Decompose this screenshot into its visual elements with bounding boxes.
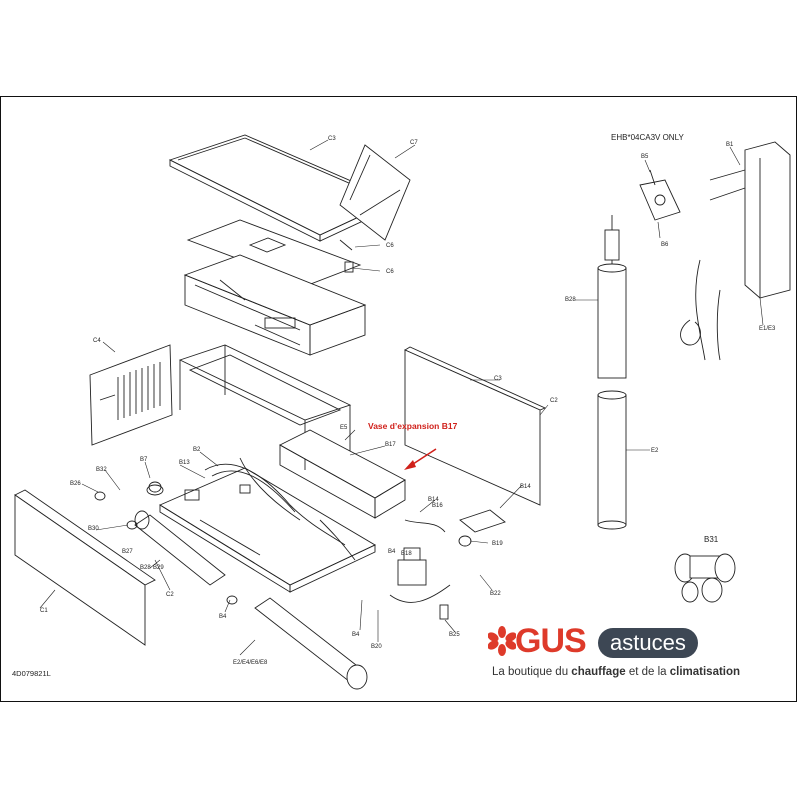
tank-b28: [597, 215, 627, 530]
base-plate: [159, 467, 376, 593]
label-e5: E5: [340, 425, 348, 431]
brand-name: GUS: [515, 622, 587, 660]
switch-box: [183, 254, 367, 356]
label-c2-left: C2: [166, 592, 174, 598]
label-e1-e3: E1/E3: [759, 326, 776, 332]
model-note: EHB*04CA3V ONLY: [611, 133, 684, 142]
label-c2-right: C2: [550, 398, 558, 404]
label-b26: B26: [70, 481, 81, 487]
label-b5: B5: [641, 154, 649, 160]
label-b4-pump: B4: [388, 549, 396, 555]
label-b17: B17: [385, 442, 396, 448]
label-b1: B1: [726, 142, 734, 148]
leader-lines: [39, 139, 764, 656]
label-e2: E2: [651, 448, 659, 454]
label-b31: B31: [704, 535, 719, 544]
label-b6: B6: [661, 242, 669, 248]
label-c6-upper: C6: [386, 243, 394, 249]
valve-b31: [674, 553, 736, 603]
label-b13: B13: [179, 460, 190, 466]
label-b25: B25: [449, 632, 460, 638]
valve-fittings: [94, 481, 472, 620]
label-b19: B19: [492, 541, 503, 547]
drawing-reference: 4D079821L: [12, 669, 51, 678]
chassis-frame: [178, 344, 352, 470]
brand-tagline: La boutique du chauffage et de la climat…: [492, 666, 741, 678]
control-panel-c7: [339, 144, 411, 241]
label-b32: B32: [96, 467, 107, 473]
label-b20: B20: [371, 644, 382, 650]
side-grille-panel: [89, 344, 173, 446]
label-b14-left: B14: [428, 497, 439, 503]
label-b28-left: B28: [140, 565, 151, 571]
label-c3-side: C3: [494, 376, 502, 382]
label-b30: B30: [88, 526, 99, 532]
pump-b18: [389, 547, 451, 603]
front-panel: [14, 489, 156, 646]
heater-tube-left: [134, 510, 368, 690]
expansion-vessel-callout: Vase d’expansion B17: [368, 421, 458, 431]
manometer-b14: [404, 509, 506, 533]
right-side-panel: [404, 346, 547, 506]
callout-arrow: [404, 448, 437, 470]
piping-cluster: [146, 457, 356, 561]
label-b4-left: B4: [219, 614, 227, 620]
label-c4: C4: [93, 338, 101, 344]
label-c1: C1: [40, 608, 48, 614]
label-e2-e4-e6-e8: E2/E4/E6/E8: [233, 660, 268, 666]
label-b18: B18: [401, 551, 412, 557]
valve-b5-b6: [639, 169, 681, 221]
flame-asterisk-icon: [488, 626, 516, 656]
label-b22: B22: [490, 591, 501, 597]
label-b2: B2: [193, 447, 201, 453]
label-c7: C7: [410, 140, 418, 146]
expansion-vessel-b17: [279, 429, 406, 519]
brand-logo: GUS astuces La boutique du chauffage et …: [488, 618, 748, 688]
label-c6-lower: C6: [386, 269, 394, 275]
label-b27: B27: [122, 549, 133, 555]
label-b28-right: B28: [565, 297, 576, 303]
brand-suffix-pill: astuces: [598, 628, 698, 658]
label-b14-right: B14: [520, 484, 531, 490]
label-b16: B16: [432, 503, 443, 509]
label-b7: B7: [140, 457, 148, 463]
label-b29: B29: [153, 565, 164, 571]
label-c3-top: C3: [328, 136, 336, 142]
label-b4-mid: B4: [352, 632, 360, 638]
heat-exchanger-b1: [680, 141, 791, 361]
